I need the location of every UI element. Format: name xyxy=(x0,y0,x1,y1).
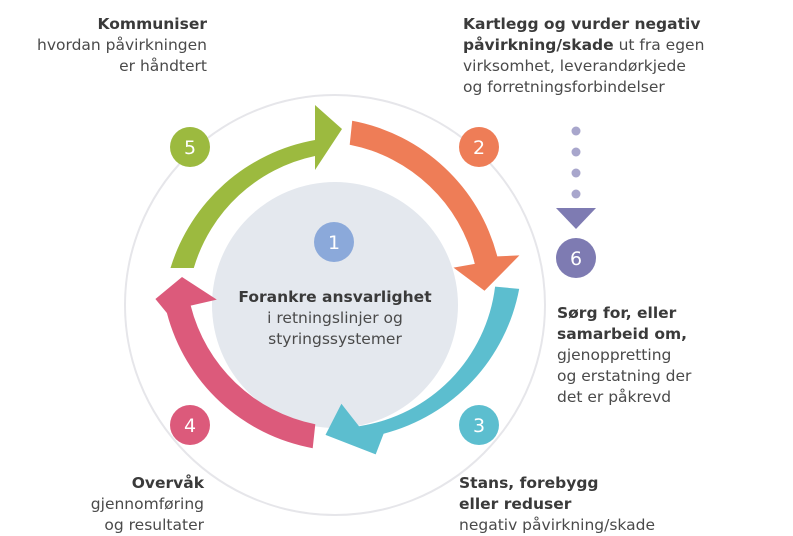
step-1-line2: styringssystemer xyxy=(268,330,402,348)
step-1-line1: i retningslinjer og xyxy=(267,309,403,327)
step-5-title: Kommuniser xyxy=(97,15,207,33)
step-4-title: Overvåk xyxy=(131,474,204,492)
svg-text:2: 2 xyxy=(473,137,485,159)
step-1-label: Forankre ansvarlighet i retningslinjer o… xyxy=(215,287,455,350)
step-4-badge: 4 xyxy=(170,405,210,445)
svg-text:6: 6 xyxy=(570,248,582,270)
step-6-line1: gjenoppretting xyxy=(557,346,672,364)
step-6-title-line1: Sørg for, eller xyxy=(557,304,677,322)
step-1-badge: 1 xyxy=(314,222,354,262)
step-6-label: Sørg for, eller samarbeid om, gjenoppret… xyxy=(557,303,787,408)
svg-text:3: 3 xyxy=(473,415,485,437)
step-2-title-line1: Kartlegg og vurder negativ xyxy=(463,15,701,33)
down-triangle-icon xyxy=(556,208,596,229)
arrow-step-2 xyxy=(349,120,520,291)
step-6-title-line2: samarbeid om, xyxy=(557,325,688,343)
step-6-line2: og erstatning der xyxy=(557,367,692,385)
outer-ring xyxy=(124,94,546,516)
step-2-line2: og forretningsforbindelser xyxy=(463,78,665,96)
step-2-line1: virksomhet, leverandørkjede xyxy=(463,57,686,75)
step-2-inline-text: ut fra egen xyxy=(613,36,705,54)
step-6-badge: 6 xyxy=(556,238,596,278)
step-2-badge: 2 xyxy=(459,127,499,167)
step-6-line3: det er påkrevd xyxy=(557,388,672,406)
step-4-label: Overvåk gjennomføring og resultater xyxy=(4,473,204,536)
dotted-connector xyxy=(571,126,581,199)
step-2-label: Kartlegg og vurder negativ påvirkning/sk… xyxy=(463,14,783,98)
step-5-label: Kommuniser hvordan påvirkningen er håndt… xyxy=(0,14,207,77)
svg-text:5: 5 xyxy=(184,137,196,159)
arrow-step-4 xyxy=(155,277,316,449)
center-disc xyxy=(212,182,458,428)
step-5-line2: er håndtert xyxy=(119,57,207,75)
step-5-badge: 5 xyxy=(170,127,210,167)
arrow-step-3 xyxy=(325,286,520,455)
step-5-line1: hvordan påvirkningen xyxy=(37,36,207,54)
step-3-badge: 3 xyxy=(459,405,499,445)
arrow-step-5 xyxy=(170,105,342,268)
step-4-line2: og resultater xyxy=(104,516,204,534)
step-3-title-line2: eller reduser xyxy=(459,495,572,513)
svg-text:4: 4 xyxy=(184,415,196,437)
svg-text:1: 1 xyxy=(328,232,340,254)
step-2-title-line2: påvirkning/skade xyxy=(463,36,614,54)
step-4-line1: gjennomføring xyxy=(90,495,204,513)
step-3-line1: negativ påvirkning/skade xyxy=(459,516,656,534)
step-3-label: Stans, forebygg eller reduser negativ på… xyxy=(459,473,759,536)
step-3-title-line1: Stans, forebygg xyxy=(459,474,599,492)
step-1-title: Forankre ansvarlighet xyxy=(238,288,432,306)
